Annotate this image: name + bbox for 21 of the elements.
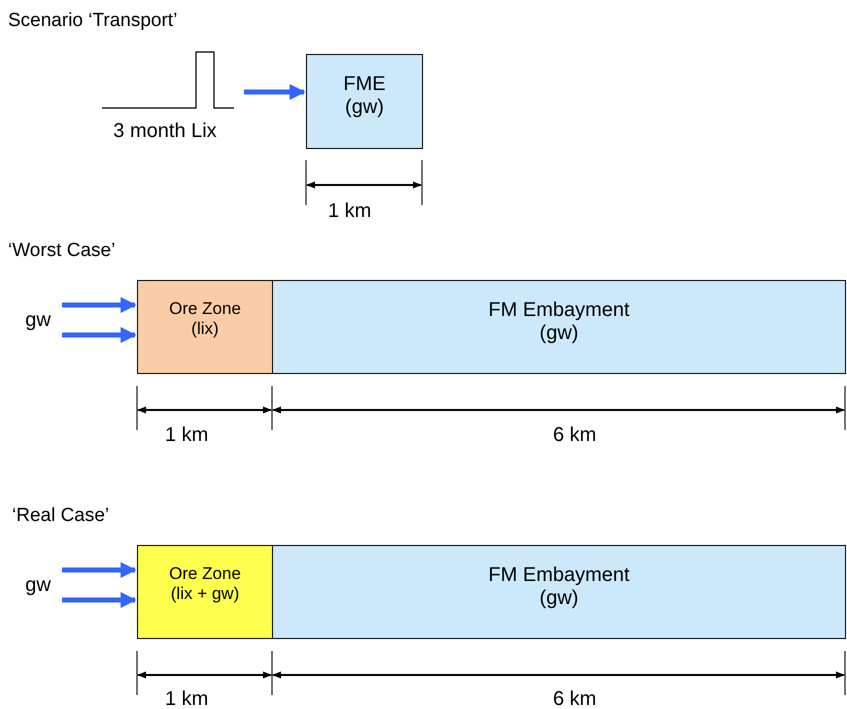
arrow	[62, 297, 137, 313]
section-heading: Scenario ‘Transport’	[8, 10, 178, 32]
arrow	[62, 592, 137, 608]
arrow	[244, 84, 306, 100]
zone-box: FME (gw)	[306, 54, 423, 149]
arrow	[62, 562, 137, 578]
dimension-label: 1 km	[328, 200, 372, 223]
zone-box: FM Embayment (gw)	[272, 280, 846, 374]
flow-label: gw	[18, 570, 58, 600]
dimension-label: 6 km	[553, 688, 596, 709]
zone-box: Ore Zone (lix + gw)	[137, 545, 273, 639]
zone-box: Ore Zone (lix)	[137, 280, 273, 374]
zone-box: FM Embayment (gw)	[272, 545, 846, 639]
dimension-label: 6 km	[553, 424, 596, 447]
section-heading: ‘Worst Case’	[8, 240, 116, 262]
flow-label: gw	[18, 305, 58, 335]
section-heading: ‘Real Case’	[12, 505, 110, 527]
pulse-label: 3 month Lix	[112, 120, 218, 143]
arrow	[62, 327, 137, 343]
dimension-label: 1 km	[165, 424, 208, 447]
dimension-label: 1 km	[165, 688, 208, 709]
